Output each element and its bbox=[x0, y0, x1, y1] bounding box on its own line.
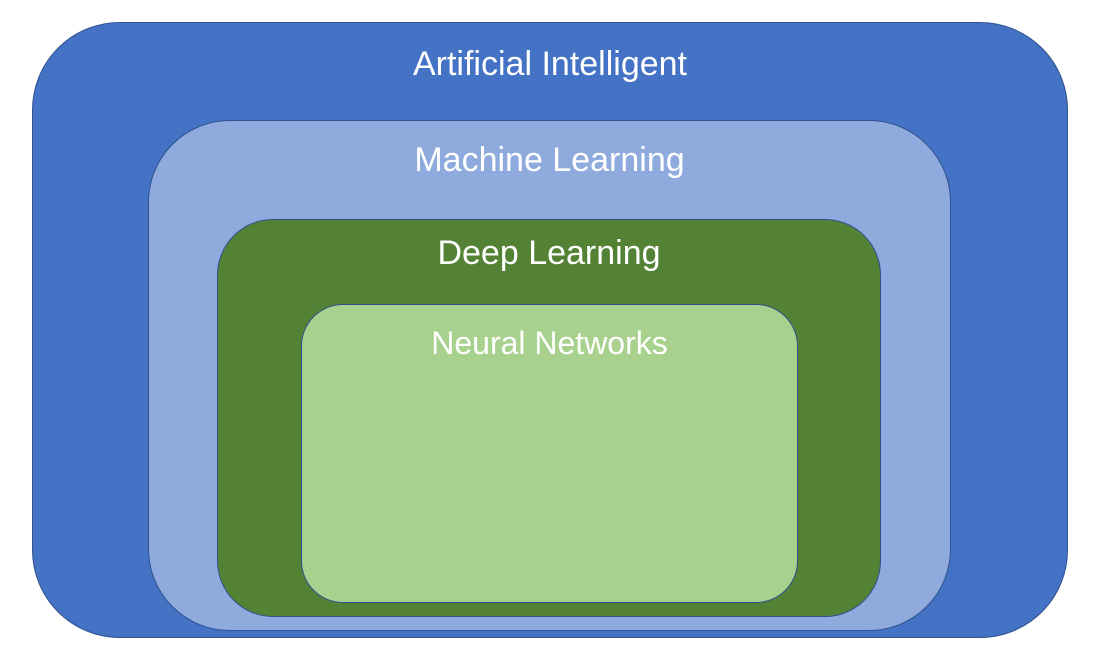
machine-learning-label: Machine Learning bbox=[414, 141, 685, 179]
neural-networks-region: Neural Networks bbox=[301, 304, 798, 603]
neural-networks-label: Neural Networks bbox=[431, 325, 668, 361]
artificial-intelligent-label: Artificial Intelligent bbox=[412, 45, 687, 83]
deep-learning-label: Deep Learning bbox=[437, 234, 661, 272]
